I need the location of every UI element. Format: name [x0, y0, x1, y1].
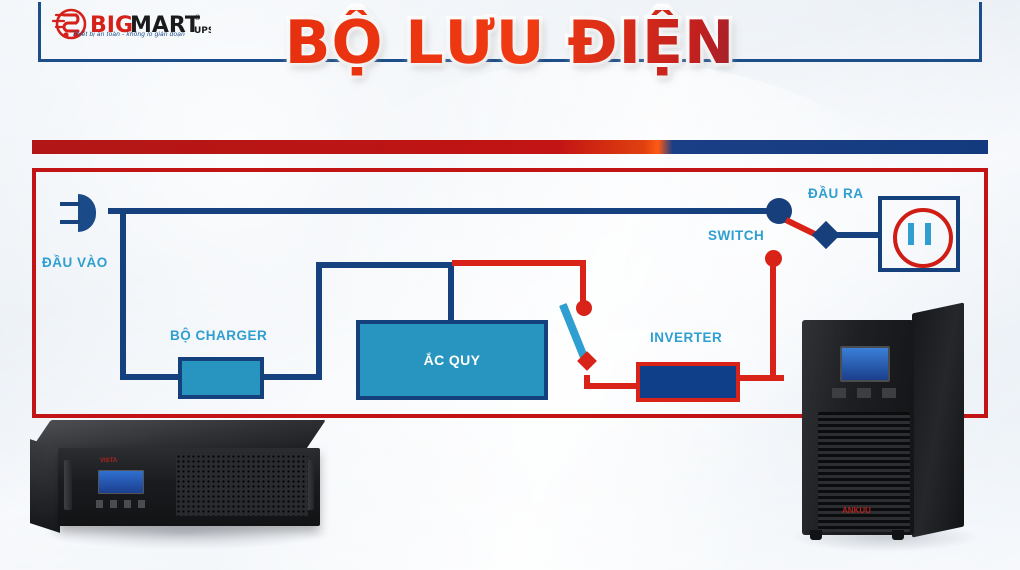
wire-red-pivot-down: [584, 375, 590, 389]
plug-icon: [60, 194, 110, 232]
page-title-outline: BỘ LƯU ĐIỆN: [0, 7, 1020, 80]
tower-ups-device: ANKUU: [792, 302, 972, 543]
charger-box: [178, 357, 264, 399]
logo-text-big: BIG: [90, 13, 133, 38]
logo-registered-mark: ®: [194, 14, 201, 22]
tower-lcd-display: [840, 346, 890, 382]
wire-top-to-battery: [316, 262, 454, 268]
tower-ups-front-panel: ANKUU: [802, 320, 914, 535]
label-inverter: INVERTER: [650, 330, 723, 345]
wire-red-up-to-output-node: [770, 260, 776, 381]
rack-handle-right: [306, 460, 314, 510]
rack-brand-label: VISTA: [100, 458, 118, 464]
wire-charger-right: [262, 374, 322, 380]
label-switch: SWITCH: [708, 228, 765, 243]
accent-bar: [32, 140, 988, 154]
logo-cart-icon: [51, 8, 87, 40]
wire-red-battery-top: [452, 260, 586, 266]
wire-branch-down-left: [120, 208, 126, 380]
wire-red-inverter-right: [738, 375, 784, 381]
label-output: ĐẦU RA: [808, 186, 864, 201]
diagram-frame: [32, 168, 988, 418]
battery-box: ẮC QUY: [356, 320, 548, 400]
wire-to-outlet: [834, 232, 880, 238]
bigmart-logo: BIG MART ® UPS: [46, 6, 214, 46]
wire-input-to-switch: [108, 208, 780, 214]
switch-node-upper-dot[interactable]: [576, 300, 592, 316]
output-socket: [878, 196, 960, 272]
rack-ups-front-panel: VISTA: [58, 448, 320, 526]
socket-ring-icon: [893, 208, 953, 268]
output-red-node[interactable]: [765, 250, 782, 267]
logo-text-ups: UPS: [194, 26, 211, 36]
rack-handle-left: [64, 460, 72, 510]
plug-body: [78, 194, 96, 232]
logo-text-mart: MART: [130, 13, 200, 38]
tower-ups-side-panel: [912, 302, 964, 538]
rack-vent-grille: [176, 454, 308, 516]
socket-slot-left: [908, 223, 914, 245]
logo-svg: BIG MART ® UPS: [51, 8, 214, 40]
tower-brand-label: ANKUU: [842, 506, 871, 515]
rack-lcd-display: [98, 470, 144, 494]
wire-red-to-inverter: [584, 383, 640, 389]
plug-prong-bottom: [60, 220, 80, 224]
tower-foot-right: [892, 530, 904, 540]
wire-charger-up: [316, 262, 322, 380]
wire-down-into-battery: [448, 262, 454, 324]
tower-vent-grille: [818, 412, 910, 532]
label-input: ĐẦU VÀO: [42, 255, 108, 270]
wire-red-down-to-node: [580, 260, 586, 308]
rack-ups-device: VISTA: [29, 420, 326, 535]
logo-tagline: Thiết bị an toàn - không lo gián đoạn: [72, 31, 185, 38]
rack-button-row[interactable]: [96, 500, 148, 508]
inverter-box: [636, 362, 740, 402]
socket-slot-right: [925, 223, 931, 245]
tower-foot-left: [810, 530, 822, 540]
plug-prong-top: [60, 202, 80, 206]
rack-ups-side-panel: [30, 439, 60, 533]
page-title: BỘ LƯU ĐIỆN: [0, 10, 1020, 76]
label-charger: BỘ CHARGER: [170, 328, 268, 343]
wire-to-charger-left: [120, 374, 182, 380]
tower-button-row[interactable]: [832, 388, 896, 398]
header-frame: [38, 2, 982, 62]
